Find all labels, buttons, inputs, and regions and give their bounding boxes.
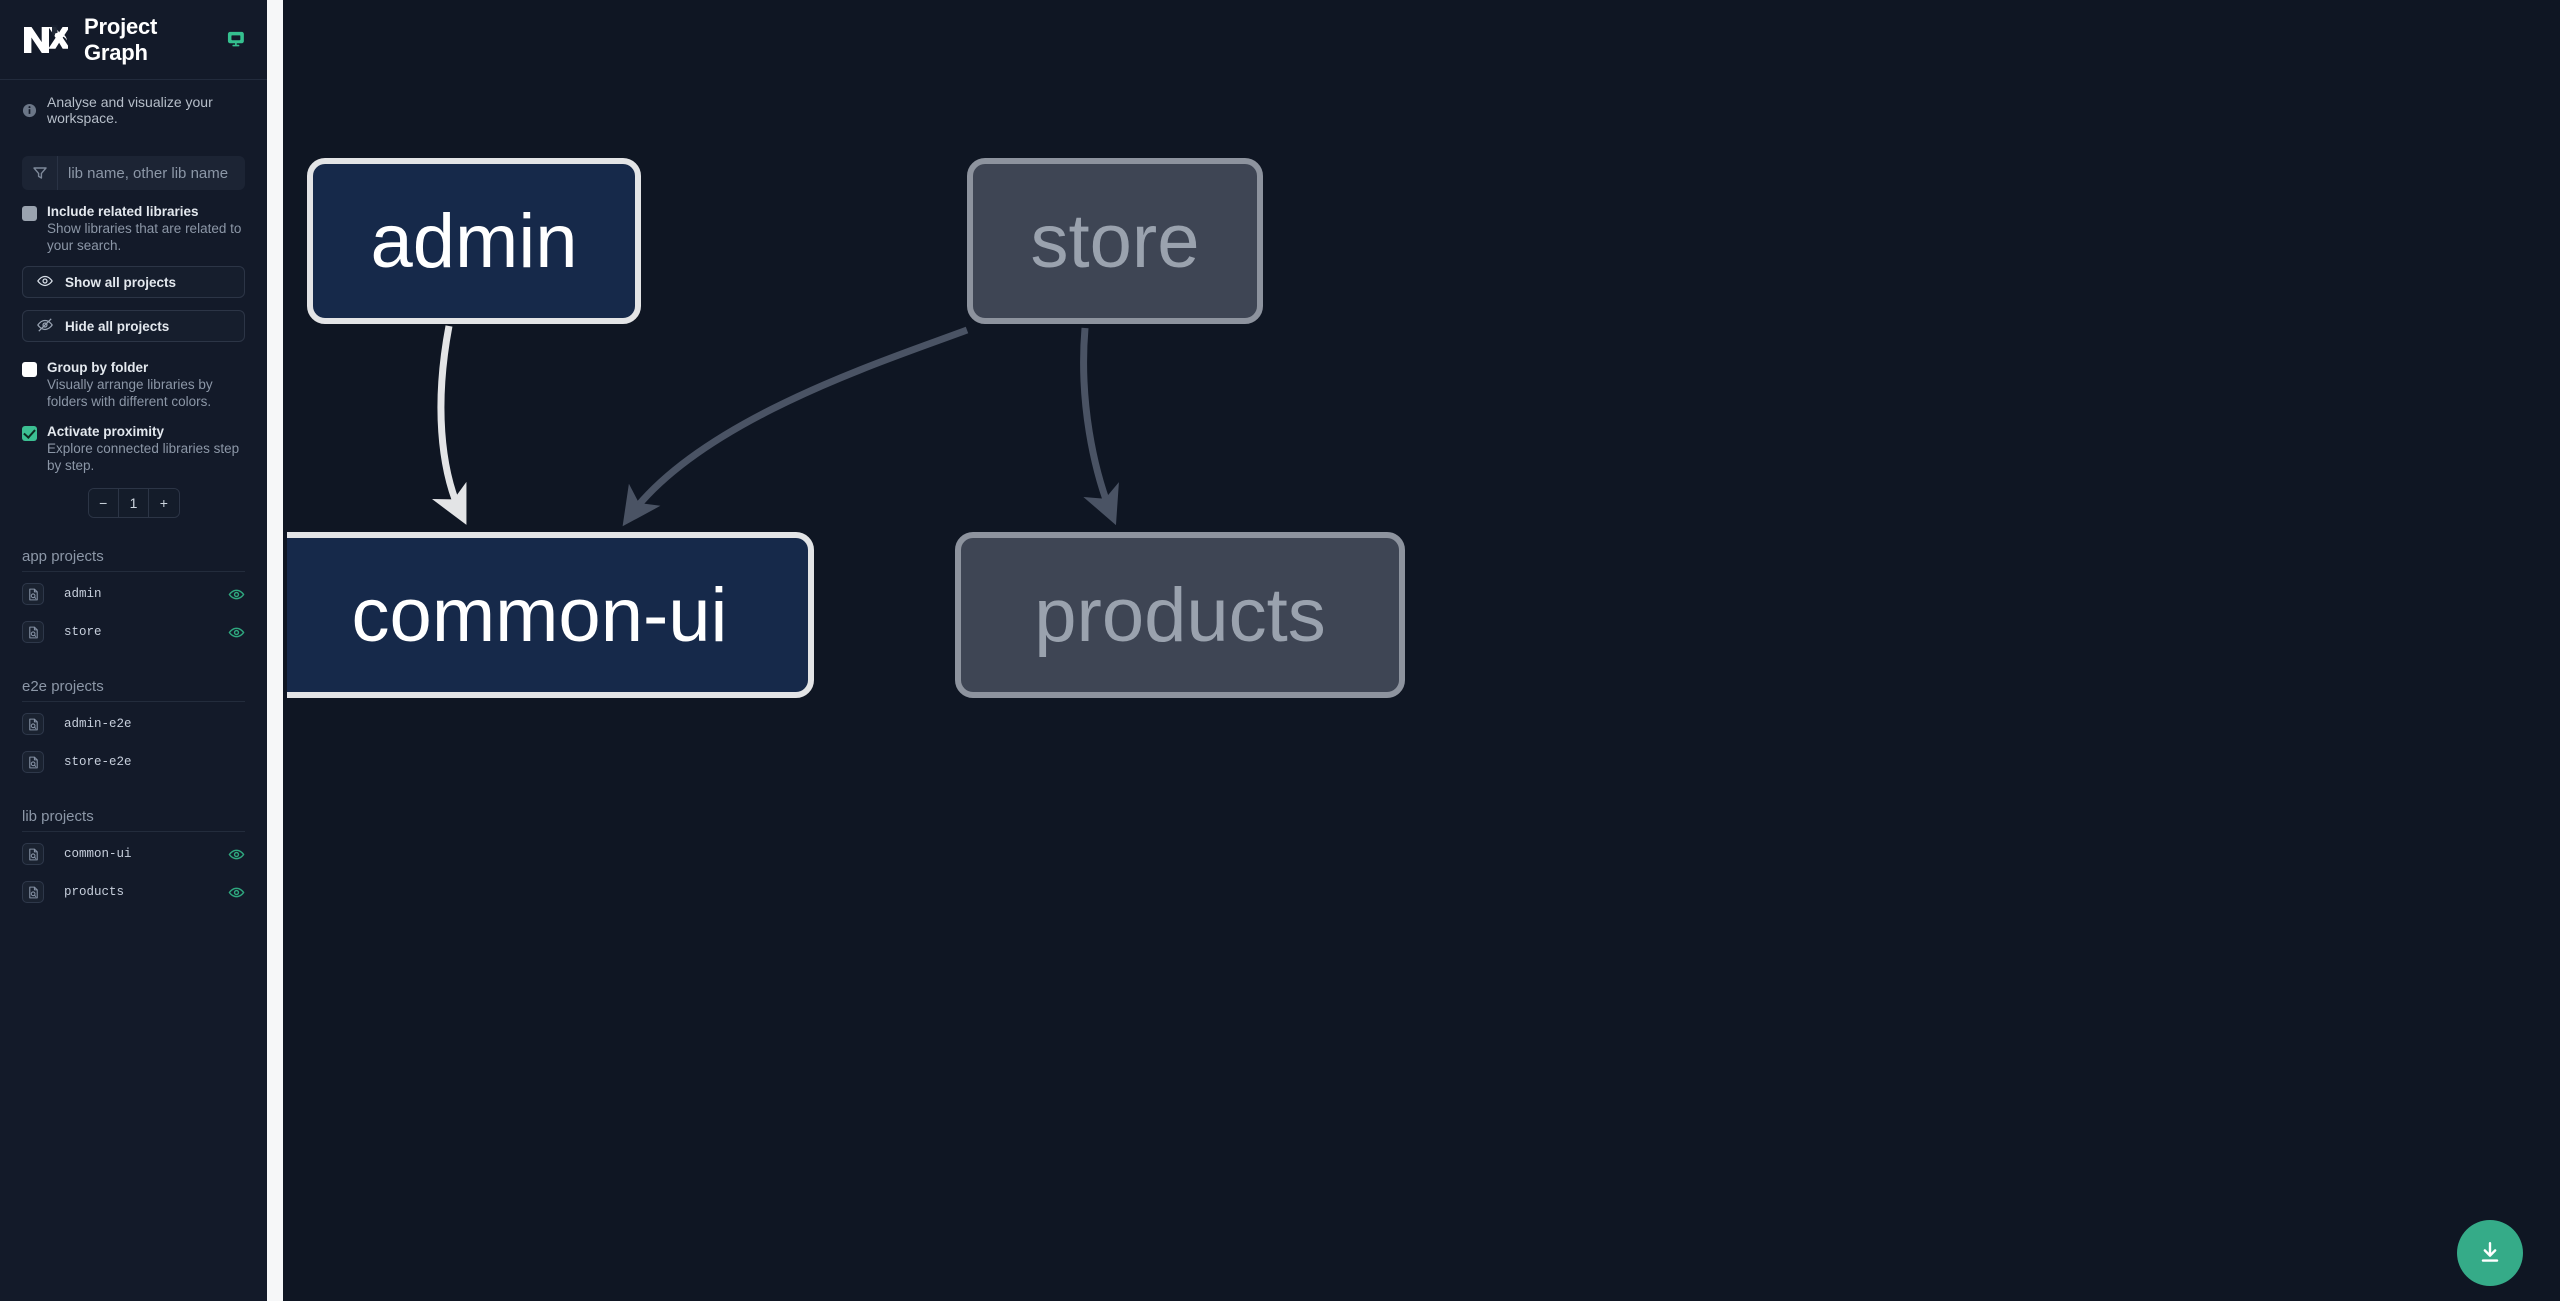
eye-visible-icon[interactable] xyxy=(228,884,245,901)
project-name: products xyxy=(64,885,125,899)
filter-icon xyxy=(22,156,58,190)
project-name: store xyxy=(64,625,102,639)
option-activate-proximity[interactable]: Activate proximity Explore connected lib… xyxy=(22,424,245,474)
download-icon xyxy=(2477,1240,2503,1266)
checkbox-activate-proximity[interactable] xyxy=(22,426,37,441)
option-label: Include related libraries xyxy=(47,204,199,219)
hide-all-projects-button[interactable]: Hide all projects xyxy=(22,310,245,342)
graph-node-label: store xyxy=(1030,198,1200,284)
download-image-button[interactable] xyxy=(2457,1220,2523,1286)
show-all-projects-button[interactable]: Show all projects xyxy=(22,266,245,298)
project-row-store-e2e[interactable]: store-e2e xyxy=(22,746,245,778)
proximity-increment-button[interactable]: + xyxy=(148,489,179,517)
project-row-admin-e2e[interactable]: admin-e2e xyxy=(22,708,245,740)
edge-store-to-common-ui xyxy=(622,326,969,527)
graph-node-products[interactable]: products xyxy=(955,532,1405,698)
option-group-by-folder[interactable]: Group by folder Visually arrange librari… xyxy=(22,360,245,410)
project-file-icon xyxy=(22,751,44,773)
proximity-decrement-button[interactable]: − xyxy=(88,489,118,517)
project-file-icon xyxy=(22,713,44,735)
option-description: Explore connected libraries step by step… xyxy=(47,441,240,473)
eye-visible-icon[interactable] xyxy=(228,586,245,603)
option-description: Show libraries that are related to your … xyxy=(47,221,242,253)
project-name: store-e2e xyxy=(64,755,132,769)
monitor-icon[interactable] xyxy=(227,30,245,50)
option-description: Visually arrange libraries by folders wi… xyxy=(47,377,213,409)
edge-admin-to-common-ui xyxy=(432,325,467,525)
graph-canvas[interactable]: admin store common-ui products xyxy=(267,0,2560,1301)
sidebar-scrollbar[interactable] xyxy=(267,0,283,1301)
project-file-icon xyxy=(22,881,44,903)
sidebar-body: Include related libraries Show libraries… xyxy=(0,136,267,908)
project-file-icon xyxy=(22,621,44,643)
proximity-stepper[interactable]: − 1 + xyxy=(87,488,180,518)
checkbox-include-related-libraries[interactable] xyxy=(22,206,37,221)
group-title-e2e-projects: e2e projects xyxy=(22,678,245,702)
info-icon xyxy=(22,103,37,118)
graph-node-label: admin xyxy=(370,198,578,284)
graph-node-label: common-ui xyxy=(351,572,728,658)
search-box[interactable] xyxy=(22,156,245,190)
option-label: Activate proximity xyxy=(47,424,165,439)
option-include-related-libraries[interactable]: Include related libraries Show libraries… xyxy=(22,204,245,254)
graph-node-common-ui[interactable]: common-ui xyxy=(267,532,814,698)
nx-logo-icon xyxy=(22,24,70,56)
project-row-common-ui[interactable]: common-ui xyxy=(22,838,245,870)
project-row-admin[interactable]: admin xyxy=(22,578,245,610)
graph-node-label: products xyxy=(1034,572,1326,658)
graph-node-store[interactable]: store xyxy=(967,158,1263,324)
project-row-store[interactable]: store xyxy=(22,616,245,648)
sidebar-divider xyxy=(283,0,287,1301)
hide-all-projects-label: Hide all projects xyxy=(65,318,170,334)
eye-off-icon xyxy=(37,317,65,336)
eye-visible-icon[interactable] xyxy=(228,624,245,641)
group-title-app-projects: app projects xyxy=(22,548,245,572)
graph-edges xyxy=(432,325,1119,527)
tagline-text: Analyse and visualize your workspace. xyxy=(47,94,213,126)
project-name: common-ui xyxy=(64,847,132,861)
proximity-value: 1 xyxy=(117,489,149,517)
project-file-icon xyxy=(22,583,44,605)
graph-node-admin[interactable]: admin xyxy=(307,158,641,324)
group-title-lib-projects: lib projects xyxy=(22,808,245,832)
project-row-products[interactable]: products xyxy=(22,876,245,908)
project-name: admin-e2e xyxy=(64,717,132,731)
tagline: Analyse and visualize your workspace. xyxy=(0,80,267,136)
project-name: admin xyxy=(64,587,102,601)
sidebar-header: Project Graph xyxy=(0,0,267,80)
page-title: Project Graph xyxy=(84,13,158,65)
search-input[interactable] xyxy=(58,164,245,182)
project-file-icon xyxy=(22,843,44,865)
checkbox-group-by-folder[interactable] xyxy=(22,362,37,377)
edge-store-to-products xyxy=(1080,327,1119,526)
eye-visible-icon[interactable] xyxy=(228,846,245,863)
show-all-projects-label: Show all projects xyxy=(65,274,177,290)
eye-icon xyxy=(37,273,65,292)
option-label: Group by folder xyxy=(47,360,149,375)
sidebar: Project Graph Analyse and visualize your… xyxy=(0,0,267,1301)
